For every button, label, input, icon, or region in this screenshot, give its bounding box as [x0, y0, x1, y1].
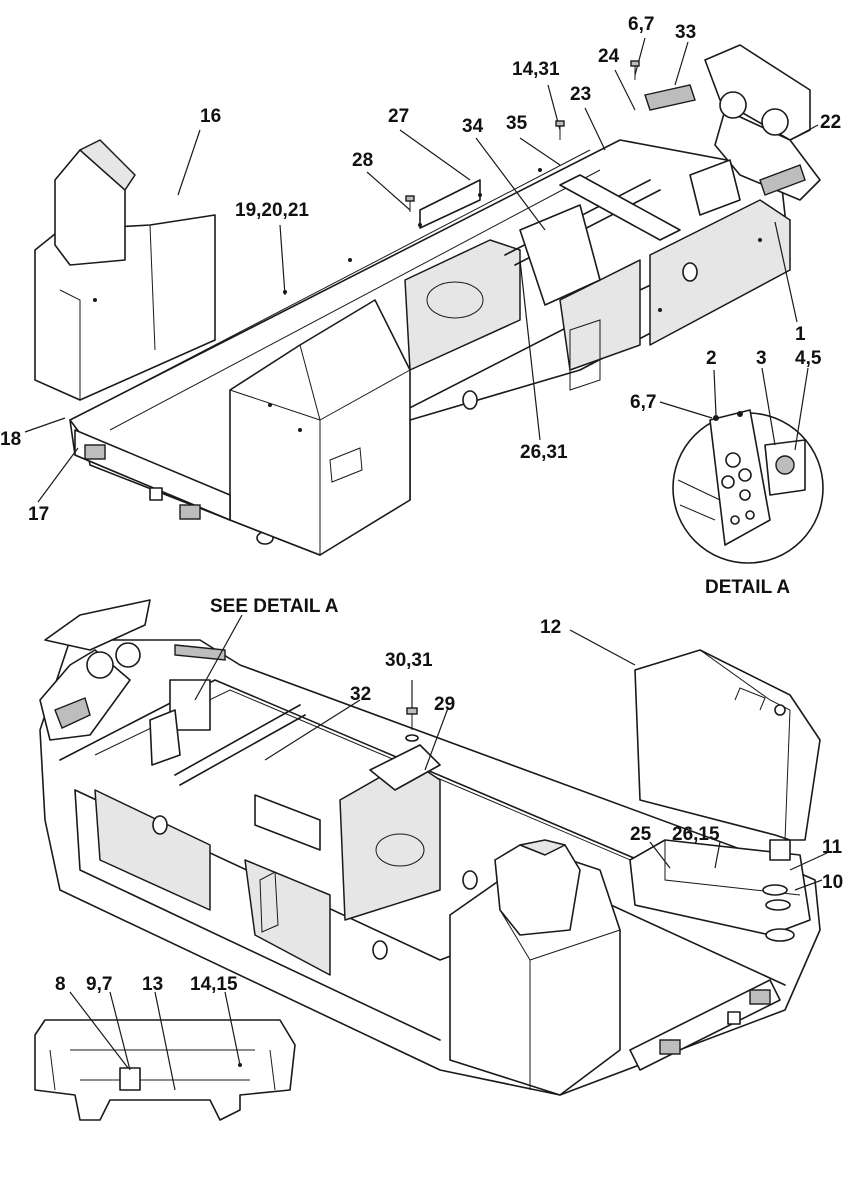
callout-10: 10: [822, 872, 843, 893]
callout-labels-bottom: 12 30,31 29 32 25 26,15 11 10 8 9,7 13 1…: [55, 617, 843, 995]
callout-24: 24: [598, 46, 620, 67]
detail-a-label: DETAIL A: [705, 577, 790, 598]
callout-29: 29: [434, 694, 455, 715]
callout-13: 13: [142, 974, 163, 995]
cross-section-detail: [34, 1019, 296, 1121]
callout-9-7: 9,7: [86, 974, 112, 995]
counterweight-tank-16: [34, 139, 216, 401]
callout-16: 16: [200, 106, 221, 127]
callout-26-31: 26,31: [520, 442, 568, 463]
callout-22: 22: [820, 112, 841, 133]
top-rear-end: [644, 44, 821, 201]
callout-14-15: 14,15: [190, 974, 238, 995]
callout-17: 17: [28, 504, 49, 525]
callout-23: 23: [570, 84, 591, 105]
detail-a-view: [672, 409, 824, 564]
callout-11: 11: [822, 837, 843, 858]
callout-2: 2: [706, 348, 717, 369]
callout-35: 35: [506, 113, 528, 134]
callout-8: 8: [55, 974, 66, 995]
see-detail-a-label: SEE DETAIL A: [210, 596, 339, 617]
callout-27: 27: [388, 106, 409, 127]
callout-18: 18: [0, 429, 21, 450]
callout-25: 25: [630, 824, 652, 845]
callout-12: 12: [540, 617, 561, 638]
leader-lines: [24, 37, 828, 1091]
top-brackets: [419, 159, 741, 306]
top-frame-assembly: [34, 44, 821, 556]
callout-3: 3: [756, 348, 767, 369]
callout-19-20-21: 19,20,21: [235, 200, 309, 221]
top-bolt-holes: [93, 168, 762, 432]
callout-6-7-detail: 6,7: [630, 392, 656, 413]
side-panel-12: [634, 649, 821, 861]
callout-26-15: 26,15: [672, 824, 720, 845]
bolt-symbols: [405, 60, 640, 742]
top-left-end: [74, 429, 231, 521]
callout-34: 34: [462, 116, 484, 137]
callout-4-5: 4,5: [795, 348, 822, 369]
top-front-box: [229, 299, 411, 556]
callout-14-31: 14,31: [512, 59, 560, 80]
bottom-frame-assembly: [39, 599, 821, 1096]
callout-33: 33: [675, 22, 696, 43]
callout-30-31: 30,31: [385, 650, 433, 671]
callout-6-7-top: 6,7: [628, 14, 654, 35]
callout-32: 32: [350, 684, 371, 705]
callout-labels-top: 16 27 28 19,20,21 34 35 14,31 23 24 6,7 …: [0, 14, 841, 525]
callout-28: 28: [352, 150, 373, 171]
callout-1: 1: [795, 324, 806, 345]
